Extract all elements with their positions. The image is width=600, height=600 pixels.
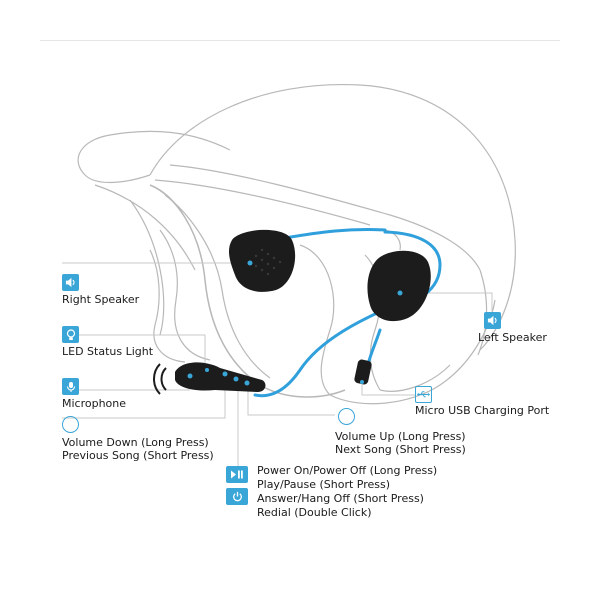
usb-port-label: Micro USB Charging Port: [415, 404, 550, 417]
leader-lines: [62, 262, 493, 478]
microphone-label: Microphone: [62, 397, 127, 410]
lightbulb-icon: [62, 326, 79, 343]
answer-hang-label: Answer/Hang Off (Short Press): [257, 492, 424, 505]
right-speaker-label: Right Speaker: [62, 293, 140, 306]
usb-module: [354, 359, 372, 385]
speaker-icon: [484, 312, 501, 329]
speaker-icon: [62, 274, 79, 291]
led-status-label: LED Status Light: [62, 345, 154, 358]
play-pause-label: Play/Pause (Short Press): [257, 478, 391, 491]
power-on-off-label: Power On/Power Off (Long Press): [257, 464, 438, 477]
volume-down-label: Volume Down (Long Press): [62, 436, 209, 449]
volume-up-icon: [338, 408, 355, 425]
left-speaker-label: Left Speaker: [478, 331, 547, 344]
power-icon: [226, 488, 248, 505]
left-speaker-pad: [367, 250, 431, 322]
top-divider: [40, 40, 560, 41]
volume-down-icon: [62, 416, 79, 433]
previous-song-label: Previous Song (Short Press): [62, 449, 214, 462]
next-song-label: Next Song (Short Press): [335, 443, 466, 456]
redial-label: Redial (Double Click): [257, 506, 372, 519]
usb-icon: [415, 386, 432, 403]
microphone-icon: [62, 378, 79, 395]
microphone-control: [153, 362, 266, 395]
volume-up-label: Volume Up (Long Press): [335, 430, 466, 443]
play-pause-icon: [226, 466, 248, 483]
right-speaker-pad: [228, 229, 296, 292]
